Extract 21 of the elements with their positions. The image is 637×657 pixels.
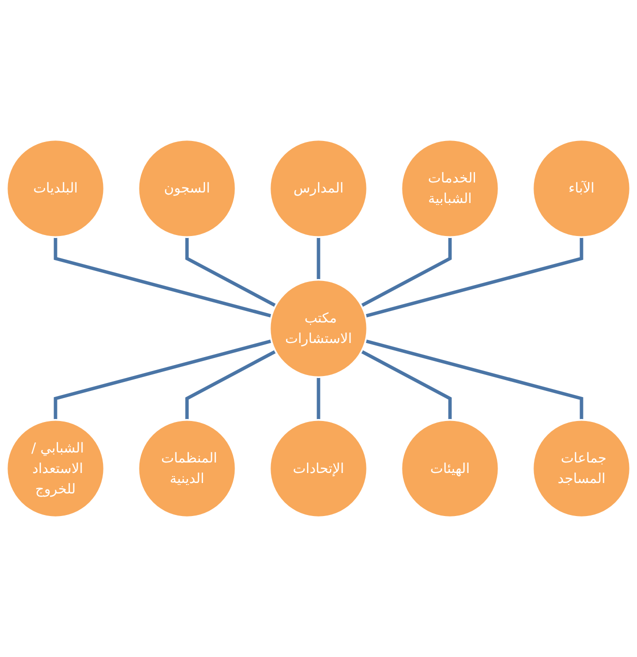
connector-line <box>316 377 320 420</box>
topic-circle: جماعات المساجد <box>532 419 632 518</box>
connector-line <box>365 339 584 420</box>
connector-line <box>185 237 276 308</box>
connector-line <box>365 237 584 318</box>
connector-line <box>185 350 276 420</box>
topic-circle: الآباء <box>532 138 632 238</box>
topic-circle: البلديات <box>6 138 106 238</box>
topic-circle: الإتحادات <box>268 419 368 518</box>
connector-line <box>54 339 272 420</box>
topic-circle: الخدمات الشبابية <box>400 138 500 238</box>
topic-circle: المدارس <box>268 138 368 238</box>
topic-circle: الشبابي / الاستعداد للخروج <box>6 419 106 518</box>
connector-line <box>54 237 272 318</box>
connector-line <box>316 237 320 280</box>
connector-line <box>360 350 452 420</box>
topic-circle: المنظمات الدينية <box>137 419 237 518</box>
topic-circle: الهيئات <box>400 419 500 518</box>
hub-circle: مكتب الاستشارات <box>268 278 368 378</box>
connector-line <box>360 237 452 308</box>
topic-circle: السجون <box>137 138 237 238</box>
